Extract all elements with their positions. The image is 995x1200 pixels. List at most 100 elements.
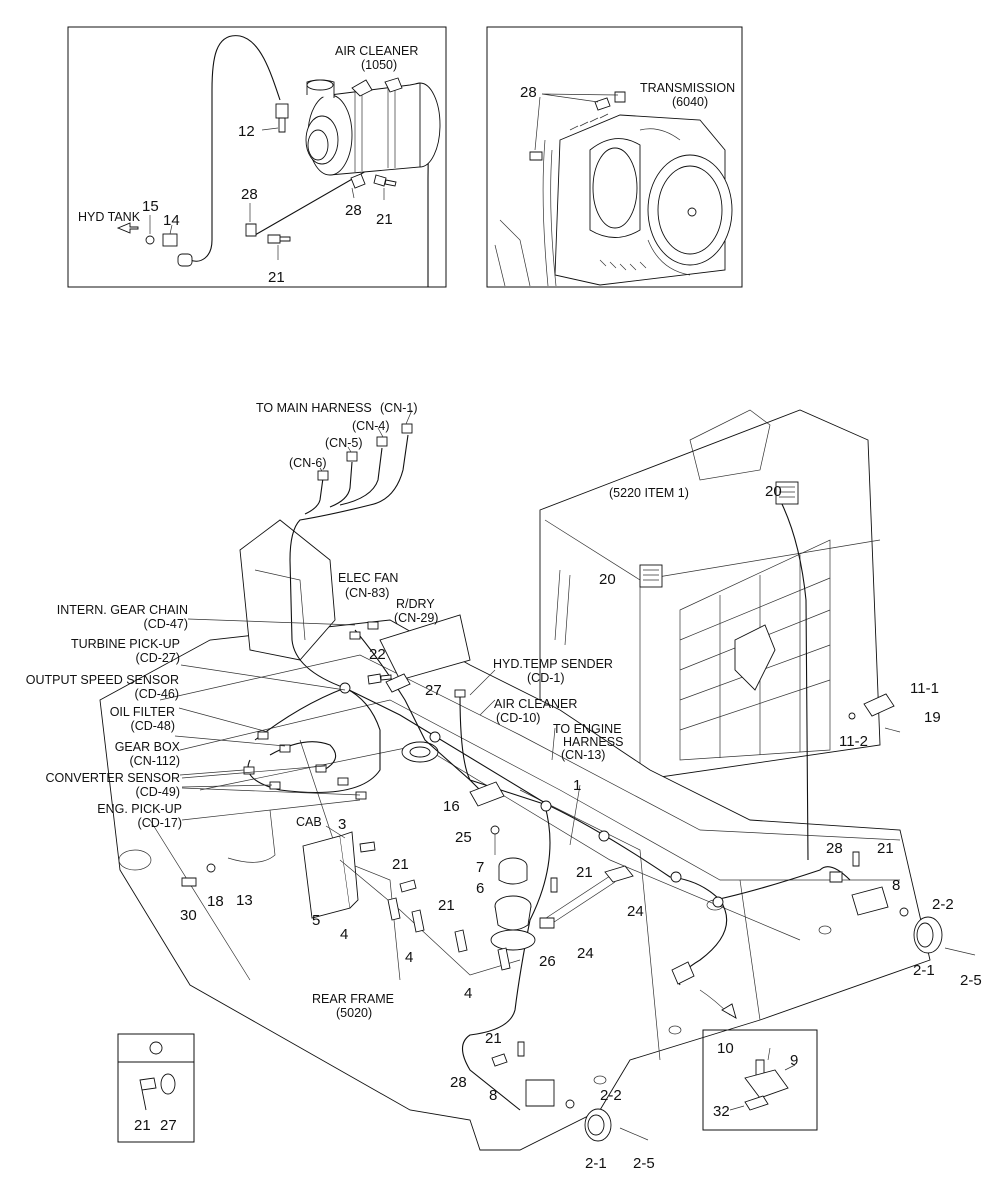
callout-30: 30	[180, 907, 197, 924]
cn29-label: (CN-29)	[394, 611, 438, 625]
callout-22: 22	[369, 646, 386, 663]
callout-28-inset-a: 28	[241, 186, 258, 203]
fitting-12	[278, 117, 286, 133]
cn83-label: (CN-83)	[345, 586, 389, 600]
callout-11-2: 11-2	[839, 733, 868, 750]
rear-frame-art	[99, 409, 943, 1151]
callout-8-rear: 8	[489, 1087, 497, 1104]
connector-cn6-icon	[317, 470, 329, 481]
left-label-code-4: (CN-112)	[130, 754, 180, 768]
callout-28-transmission: 28	[520, 84, 537, 101]
callout-8-right: 8	[892, 877, 900, 894]
callout-16: 16	[443, 798, 460, 815]
connector-cn4-icon	[376, 436, 388, 447]
legend-callout-27: 27	[160, 1117, 177, 1134]
callout-15: 15	[142, 198, 159, 215]
main-harness-trunk	[289, 434, 728, 986]
air-cleaner-body	[305, 77, 441, 176]
grommet-icon	[149, 1041, 163, 1055]
callout-4-b: 4	[405, 949, 413, 966]
legend-box: 21 27	[117, 1033, 195, 1143]
elec-fan-label: ELEC FAN	[338, 571, 398, 585]
callout-2-5-rear: 2-5	[633, 1155, 655, 1172]
detail-callout-10: 10	[717, 1040, 734, 1057]
left-label-code-2: (CD-46)	[135, 687, 179, 701]
lamp-left	[584, 1108, 612, 1142]
item-5220-label: (5220 ITEM 1)	[609, 486, 689, 500]
callout-11-1: 11-1	[910, 680, 939, 697]
callout-21-lower: 21	[438, 897, 455, 914]
cn5-label: (CN-5)	[325, 436, 363, 450]
bolt-21-b	[373, 174, 397, 187]
seal-15	[145, 235, 155, 245]
connector-20-lower	[639, 564, 663, 588]
callout-21-cab: 21	[392, 856, 409, 873]
left-label-code-3: (CD-48)	[131, 719, 175, 733]
engine-harness-connector-icon	[671, 961, 695, 985]
callout-2-2-right: 2-2	[932, 896, 954, 913]
detail-callout-9: 9	[790, 1052, 798, 1069]
cn6-label: (CN-6)	[289, 456, 327, 470]
left-label-code-1: (CD-27)	[136, 651, 180, 665]
fitting-14	[162, 233, 178, 247]
breather-hose	[189, 35, 281, 262]
left-label-name-3: OIL FILTER	[110, 705, 175, 719]
callout-20-upper: 20	[765, 483, 782, 500]
callout-20-lower: 20	[599, 571, 616, 588]
clip-28-trans-b	[614, 91, 626, 103]
callout-1: 1	[573, 777, 581, 794]
callout-21-rear: 21	[485, 1030, 502, 1047]
cn4-label: (CN-4)	[352, 419, 390, 433]
inset-frame	[67, 26, 447, 288]
callout-3: 3	[338, 816, 346, 833]
callout-2-1-rear: 2-1	[585, 1155, 607, 1172]
callout-27: 27	[425, 682, 442, 699]
left-label-name-1: TURBINE PICK-UP	[71, 637, 180, 651]
left-label-code-6: (CD-17)	[138, 816, 182, 830]
callout-4-c: 4	[464, 985, 472, 1002]
left-label-name-0: INTERN. GEAR CHAIN	[57, 603, 188, 617]
breather-cap	[275, 103, 289, 119]
hose-end	[177, 253, 193, 267]
harness-word-label: HARNESS	[563, 735, 623, 749]
detail-callout-32: 32	[713, 1103, 730, 1120]
callout-7: 7	[476, 859, 484, 876]
detail-box: 10 9 32	[702, 1029, 818, 1131]
callout-14: 14	[163, 212, 180, 229]
callout-13: 13	[236, 892, 253, 909]
cd1-label: (CD-1)	[527, 671, 565, 685]
connector-cn5-icon	[346, 451, 358, 462]
hyd-tank-arrow-icon	[116, 222, 139, 234]
transmission-code: (6040)	[672, 95, 708, 109]
left-label-name-2: OUTPUT SPEED SENSOR	[26, 673, 179, 687]
callout-28-rear: 28	[450, 1074, 467, 1091]
callout-2-5-right: 2-5	[960, 972, 982, 989]
callout-12: 12	[238, 123, 255, 140]
harness-wires	[243, 423, 851, 1111]
small-parts	[174, 409, 976, 1141]
callout-24-a: 24	[627, 903, 644, 920]
inset-frame-transmission	[486, 26, 743, 288]
callout-5: 5	[312, 912, 320, 929]
to-main-harness-label: TO MAIN HARNESS	[256, 401, 372, 415]
left-label-name-5: CONVERTER SENSOR	[45, 771, 180, 785]
cn1-label: (CN-1)	[380, 401, 418, 415]
clip-28-a	[245, 223, 257, 237]
detail-arrow-icon	[721, 1003, 737, 1019]
radiator-grille	[679, 539, 831, 761]
callout-21-mid: 21	[576, 864, 593, 881]
callout-2-2-rear: 2-2	[600, 1087, 622, 1104]
rdry-label: R/DRY	[396, 597, 435, 611]
rear-frame-code: (5020)	[336, 1006, 372, 1020]
callout-24-b: 24	[577, 945, 594, 962]
left-label-name-6: ENG. PICK-UP	[97, 802, 182, 816]
callout-6: 6	[476, 880, 484, 897]
cn13-label: (CN-13)	[561, 748, 605, 762]
left-label-name-4: GEAR BOX	[115, 740, 181, 754]
air-cleaner-code: (1050)	[361, 58, 397, 72]
callout-2-1-right: 2-1	[913, 962, 935, 979]
callout-21-inset-b: 21	[268, 269, 285, 286]
callout-28-inset-b: 28	[345, 202, 362, 219]
cab-label: CAB	[296, 815, 322, 829]
